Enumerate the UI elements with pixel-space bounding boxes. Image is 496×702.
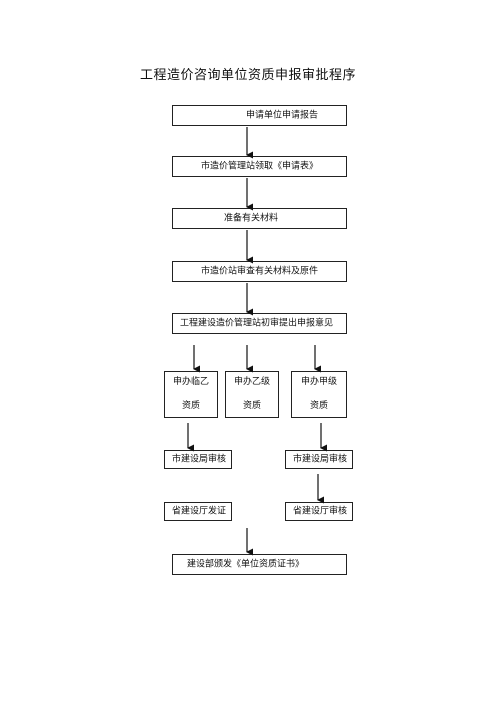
grade-a-line2: 资质 xyxy=(309,401,328,411)
province-certify-left-label: 省建设厅发证 xyxy=(172,506,227,516)
grade-b-line2: 资质 xyxy=(242,401,261,411)
province-certify-left: 省建设厅发证 xyxy=(164,502,232,521)
step-apply-report-label: 申请单位申请报告 xyxy=(246,110,319,120)
step-review-materials: 市造价站审查有关材料及原件 xyxy=(172,261,347,282)
grade-a: 申办甲级 资质 xyxy=(291,371,347,418)
grade-b-line1: 申办乙级 xyxy=(233,377,270,387)
step-get-form: 市造价管理站领取《申请表》 xyxy=(172,156,347,177)
city-review-right: 市建设局审核 xyxy=(285,450,353,469)
grade-temp-b-line2: 资质 xyxy=(181,401,200,411)
step-initial-review-label: 工程建设造价管理站初审提出申报意见 xyxy=(180,318,334,328)
step-prepare-materials: 准备有关材料 xyxy=(172,208,347,229)
step-prepare-materials-label: 准备有关材料 xyxy=(224,213,279,223)
page-title: 工程造价咨询单位资质申报审批程序 xyxy=(139,68,356,83)
final-certificate: 建设部颁发《单位资质证书》 xyxy=(172,554,347,575)
final-certificate-label: 建设部颁发《单位资质证书》 xyxy=(187,559,305,569)
city-review-right-label: 市建设局审核 xyxy=(293,454,348,464)
province-review-right-label: 省建设厅审核 xyxy=(293,506,348,516)
step-get-form-label: 市造价管理站领取《申请表》 xyxy=(201,161,319,171)
grade-b: 申办乙级 资质 xyxy=(225,371,279,418)
step-apply-report: 申请单位申请报告 xyxy=(172,105,347,126)
grade-temp-b-line1: 申办临乙 xyxy=(172,377,209,387)
city-review-left-label: 市建设局审核 xyxy=(172,454,227,464)
grade-a-line1: 申办甲级 xyxy=(300,377,337,387)
step-initial-review: 工程建设造价管理站初审提出申报意见 xyxy=(172,313,347,334)
city-review-left: 市建设局审核 xyxy=(164,450,232,469)
grade-temp-b: 申办临乙 资质 xyxy=(164,371,218,418)
step-review-materials-label: 市造价站审查有关材料及原件 xyxy=(201,266,319,276)
